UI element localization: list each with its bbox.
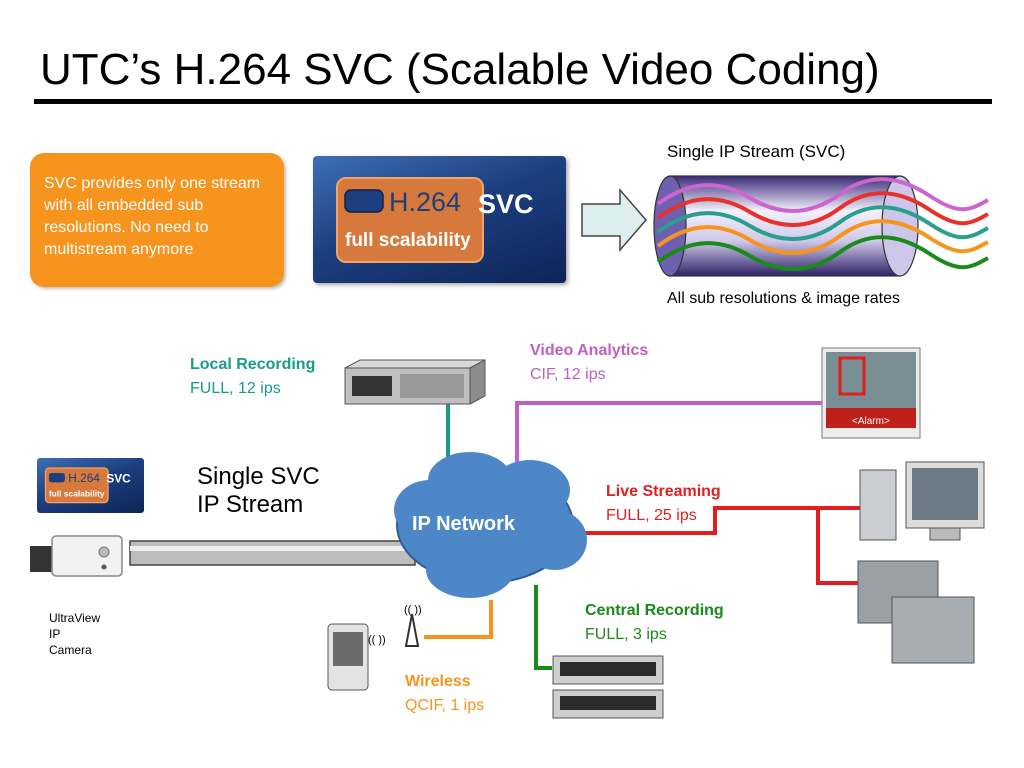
live-streaming-branch bbox=[816, 508, 860, 585]
video-analytics-link bbox=[515, 401, 822, 470]
live-streaming-link bbox=[575, 506, 860, 535]
right-arrow-icon bbox=[581, 187, 647, 253]
wireless-title: Wireless bbox=[405, 673, 471, 690]
ip-network-label: IP Network bbox=[412, 513, 515, 535]
camera-label-line3: Camera bbox=[49, 643, 92, 657]
video-analytics-detail: CIF, 12 ips bbox=[530, 366, 606, 383]
ip-camera-icon bbox=[30, 535, 123, 577]
camera-label: UltraView IP Camera bbox=[49, 610, 100, 658]
storage-server-icon bbox=[552, 655, 664, 719]
ip-network-cloud bbox=[394, 452, 587, 598]
alarm-text: <Alarm> bbox=[852, 416, 890, 427]
wireless-detail: QCIF, 1 ips bbox=[405, 697, 485, 714]
wireless-link bbox=[424, 600, 493, 639]
title-rule bbox=[34, 99, 992, 104]
single-svc-line1: Single SVC bbox=[197, 463, 320, 490]
logo-tagline-text: full scalability bbox=[345, 230, 471, 251]
analytics-monitor-icon bbox=[821, 347, 921, 439]
pda-icon bbox=[327, 623, 369, 691]
logo-small-brand: SVC bbox=[106, 472, 131, 486]
dvr-recorder-icon bbox=[344, 359, 486, 405]
video-analytics-title: Video Analytics bbox=[530, 342, 649, 359]
stream-bottom-label: All sub resolutions & image rates bbox=[667, 290, 900, 307]
logo-screen-icon bbox=[344, 189, 384, 213]
central-recording-detail: FULL, 3 ips bbox=[585, 626, 667, 643]
logo-brand-text: SVC bbox=[478, 189, 534, 219]
camera-label-line2: IP bbox=[49, 627, 61, 641]
camera-cable-highlight bbox=[130, 546, 415, 551]
logo-small-codec: H.264 bbox=[68, 471, 100, 485]
single-svc-line2: IP Stream bbox=[197, 491, 304, 518]
pda-signal-text: (( )) bbox=[368, 634, 386, 646]
callout-text: SVC provides only one stream with all em… bbox=[44, 175, 261, 258]
camera-label-line1: UltraView bbox=[49, 611, 101, 625]
page-title: UTC’s H.264 SVC (Scalable Video Coding) bbox=[40, 45, 880, 94]
camera-cable bbox=[129, 540, 416, 566]
h264-svc-logo: H.264 SVC full scalability bbox=[313, 156, 566, 283]
logo-small-tagline: full scalability bbox=[49, 489, 105, 499]
stream-wave bbox=[656, 205, 989, 242]
logo-small-screen-icon bbox=[48, 473, 65, 483]
antenna-signal-text: (( )) bbox=[404, 604, 422, 616]
stream-wave bbox=[656, 235, 989, 272]
workstation-icon bbox=[859, 461, 985, 541]
logo-codec-text: H.264 bbox=[389, 187, 461, 217]
local-recording-title: Local Recording bbox=[190, 356, 316, 373]
stream-wave bbox=[656, 191, 989, 228]
svc-stream-cylinder bbox=[653, 175, 989, 277]
live-streaming-title: Live Streaming bbox=[606, 483, 721, 500]
central-recording-title: Central Recording bbox=[585, 602, 724, 619]
single-svc-stream-label: Single SVC IP Stream bbox=[197, 463, 320, 519]
h264-svc-logo-small: H.264 SVC full scalability bbox=[37, 458, 144, 513]
central-recording-link bbox=[534, 585, 552, 670]
local-recording-detail: FULL, 12 ips bbox=[190, 380, 281, 397]
svc-callout: SVC provides only one stream with all em… bbox=[30, 153, 284, 287]
stream-wave bbox=[656, 219, 989, 256]
stream-top-label: Single IP Stream (SVC) bbox=[667, 142, 846, 161]
stream-wave bbox=[656, 177, 989, 214]
live-streaming-detail: FULL, 25 ips bbox=[606, 507, 697, 524]
parking-camera-screens bbox=[857, 560, 975, 664]
antenna-icon bbox=[404, 613, 420, 647]
